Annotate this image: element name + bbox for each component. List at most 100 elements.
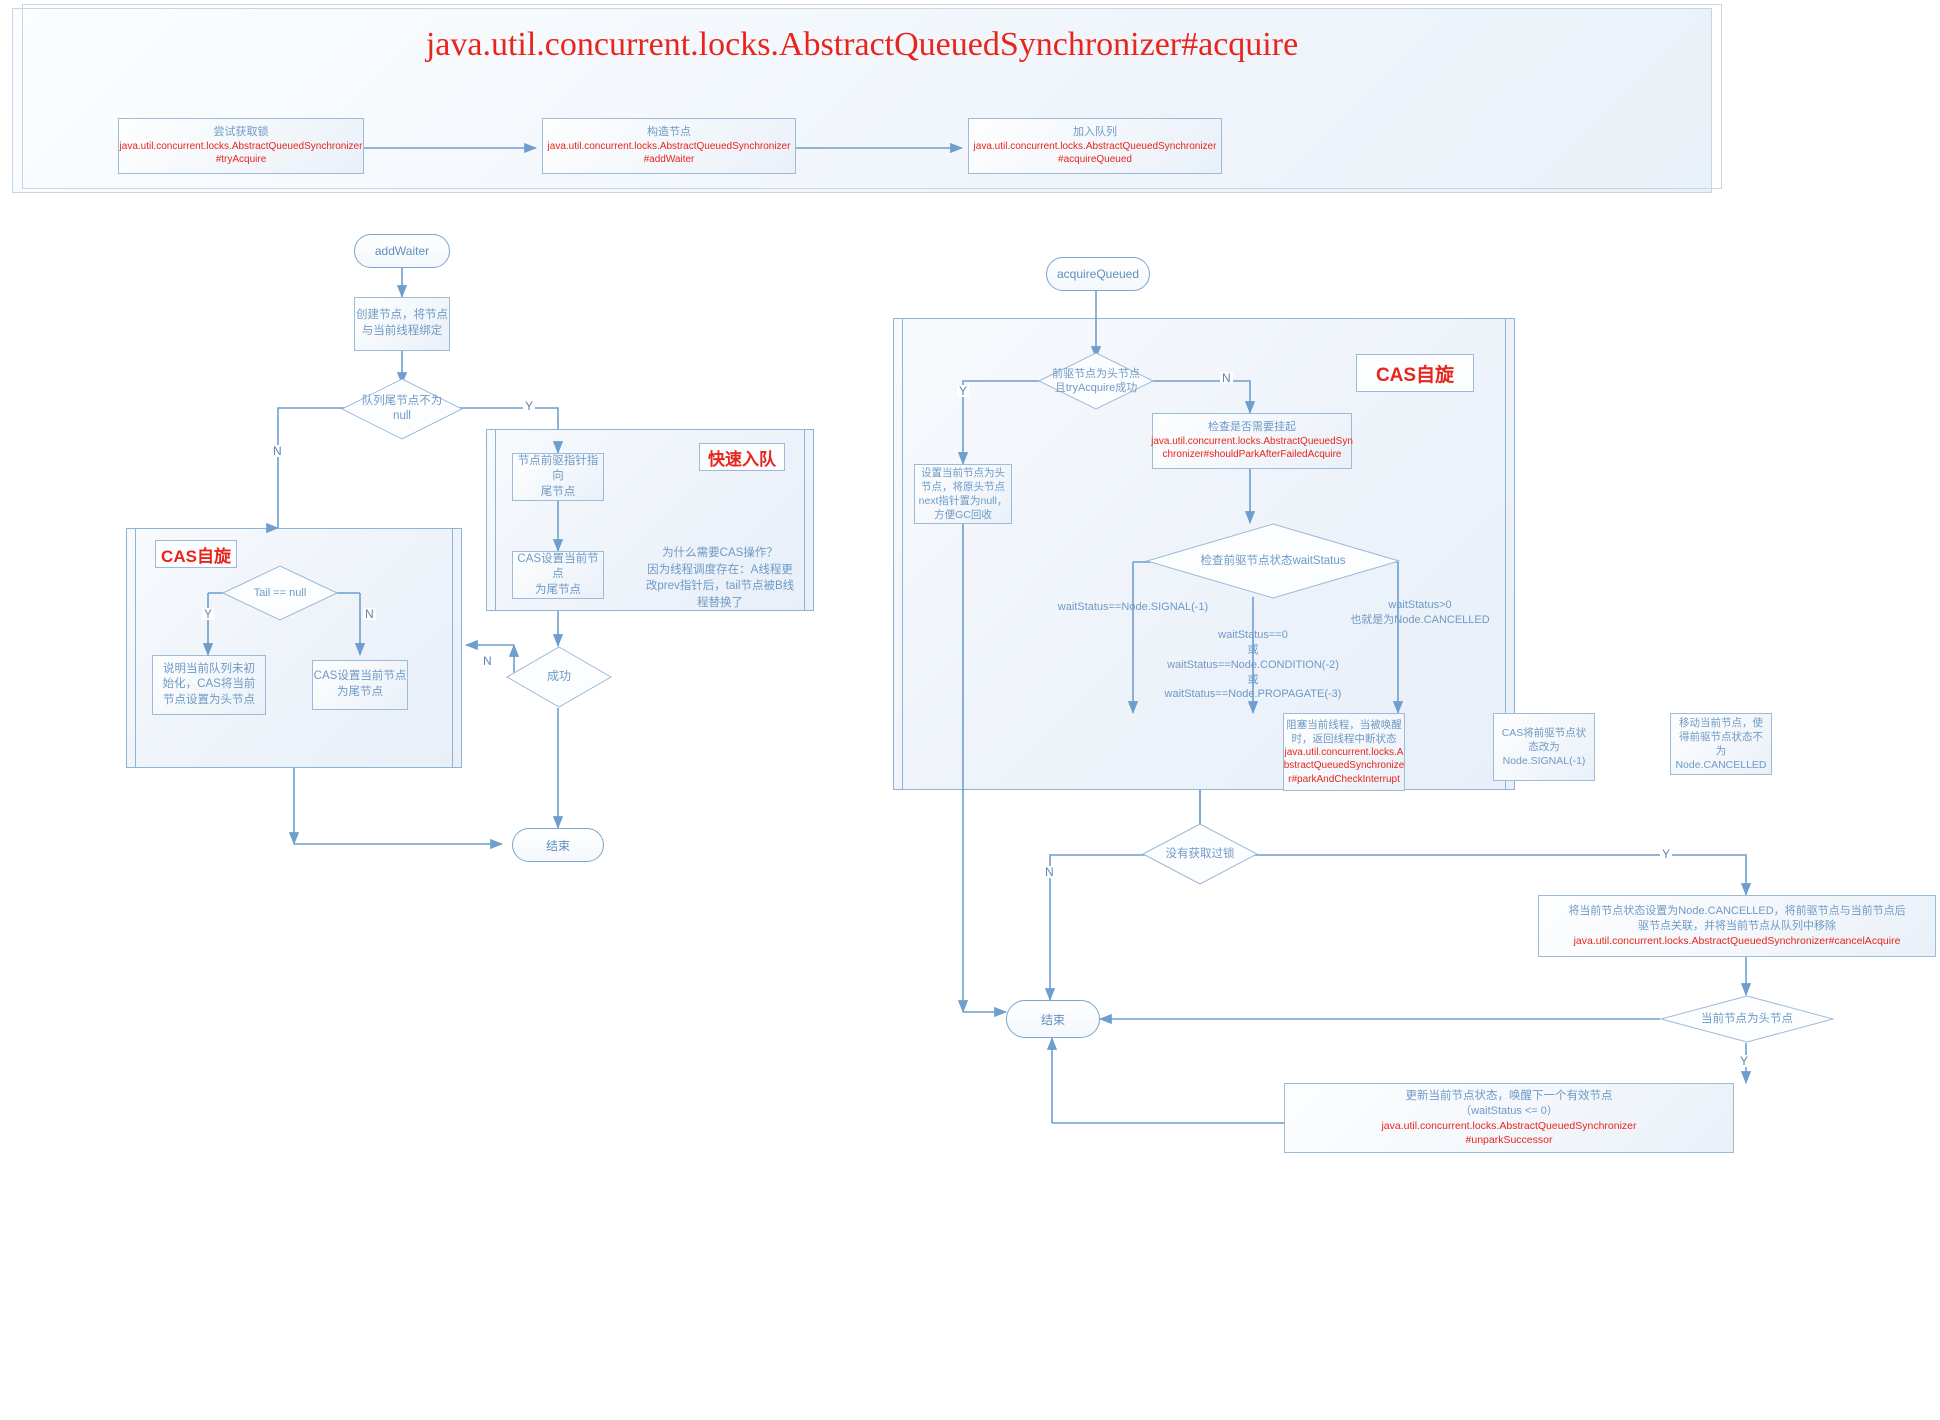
left-success-no-label: N	[481, 654, 494, 668]
header-box-try-acquire-title: 尝试获取锁	[213, 126, 269, 139]
branch-zero-l4: 或	[1247, 673, 1259, 686]
right-is-head-decision[interactable]: 当前节点为头节点	[1660, 995, 1834, 1043]
left-end-node[interactable]: 结束	[512, 828, 604, 862]
header-panel-outline	[22, 4, 1722, 189]
left-create-node-box[interactable]: 创建节点，将节点 与当前线程绑定	[354, 297, 450, 351]
branch-signal-text: waitStatus==Node.SIGNAL(-1)	[1057, 601, 1209, 613]
header-box-add-waiter-fqcn: java.util.concurrent.locks.AbstractQueue…	[547, 140, 791, 152]
right-park-fq3: r#parkAndCheckInterrupt	[1288, 773, 1400, 785]
branch-zero-l3: waitStatus==Node.CONDITION(-2)	[1167, 658, 1339, 671]
right-is-head-yes-label: Y	[1738, 1054, 1751, 1068]
branch-zero-label: waitStatus==0 或 waitStatus==Node.CONDITI…	[1133, 628, 1373, 702]
right-set-head-l3: next指针置为null，	[918, 495, 1008, 507]
right-cas-signal-box[interactable]: CAS将前驱节点状 态改为 Node.SIGNAL(-1)	[1493, 713, 1595, 781]
right-set-head-l1: 设置当前节点为头	[921, 466, 1005, 479]
header-box-try-acquire-fqcn: java.util.concurrent.locks.AbstractQueue…	[119, 140, 363, 152]
left-create-node-l1: 创建节点，将节点	[356, 309, 448, 322]
right-unpark-successor-box[interactable]: 更新当前节点状态，唤醒下一个有效节点 （waitStatus <= 0） jav…	[1284, 1083, 1734, 1153]
why-cas-note-l3: 改prev指针后，tail节点被B线	[645, 580, 795, 593]
right-waitstatus-decision[interactable]: 检查前驱节点状态waitStatus	[1146, 523, 1400, 599]
right-move-node-l1: 移动当前节点，使	[1679, 716, 1763, 729]
right-unpark-fq1: java.util.concurrent.locks.AbstractQueue…	[1381, 1120, 1637, 1132]
left-tail-decision-l1: 队列尾节点不为	[361, 395, 443, 408]
right-end-label: 结束	[1040, 1012, 1065, 1027]
right-move-node-l3: 为Node.CANCELLED	[1675, 745, 1767, 772]
fast-enqueue-tag: 快速入队	[699, 443, 785, 471]
left-start-add-waiter[interactable]: addWaiter	[354, 234, 450, 268]
why-cas-note: 为什么需要CAS操作？ 因为线程调度存在：A线程更 改prev指针后，tail节…	[624, 545, 816, 612]
left-cas-set-tail-box[interactable]: CAS设置当前节点 为尾节点	[312, 660, 408, 710]
fast-set-prev-box[interactable]: 节点前驱指针指向 尾节点	[512, 453, 604, 501]
left-tail-decision-no-label: N	[271, 444, 284, 458]
right-end-node[interactable]: 结束	[1006, 1000, 1100, 1038]
right-should-park-box[interactable]: 检查是否需要挂起 java.util.concurrent.locks.Abst…	[1151, 413, 1353, 469]
right-not-acquired-decision[interactable]: 没有获取过锁	[1142, 823, 1258, 885]
right-should-park-fq1: java.util.concurrent.locks.AbstractQueue…	[1151, 435, 1353, 447]
right-start-acquire-queued[interactable]: acquireQueued	[1046, 257, 1150, 291]
right-unpark-l2: （waitStatus <= 0）	[1460, 1105, 1558, 1118]
right-park-box[interactable]: 阻塞当前线程，当被唤醒 时，返回线程中断状态 java.util.concurr…	[1283, 713, 1405, 791]
header-box-try-acquire[interactable]: 尝试获取锁 java.util.concurrent.locks.Abstrac…	[118, 118, 364, 174]
left-end-label: 结束	[545, 838, 570, 853]
right-set-head-box[interactable]: 设置当前节点为头 节点，将原头节点 next指针置为null， 方便GC回收	[914, 464, 1012, 524]
left-success-decision[interactable]: 成功	[506, 646, 612, 708]
right-should-park-cn: 检查是否需要挂起	[1208, 421, 1296, 434]
left-queue-uninit-l3: 节点设置为头节点	[163, 693, 255, 706]
right-move-node-l2: 得前驱节点状态不	[1679, 730, 1763, 743]
header-box-acquire-queued-method: #acquireQueued	[1058, 154, 1132, 166]
right-cas-signal-l1: CAS将前驱节点状	[1501, 726, 1587, 739]
header-box-try-acquire-method: #tryAcquire	[215, 154, 267, 166]
left-cas-set-tail-l1: CAS设置当前节点	[313, 670, 407, 683]
left-tail-null-yes-label: Y	[202, 607, 215, 621]
page-title: java.util.concurrent.locks.AbstractQueue…	[425, 26, 1299, 63]
right-park-fq2: bstractQueuedSynchronize	[1283, 760, 1405, 772]
right-pred-head-tryacquire-decision[interactable]: 前驱节点为头节点 且tryAcquire成功	[1038, 352, 1154, 410]
why-cas-note-l2: 因为线程调度存在：A线程更	[647, 563, 793, 576]
right-cas-spin-tag-label: CAS自旋	[1375, 364, 1455, 386]
right-park-cn1: 阻塞当前线程，当被唤醒	[1286, 718, 1402, 731]
right-cas-signal-l2: 态改为	[1528, 740, 1560, 753]
right-should-park-fq2: chronizer#shouldParkAfterFailedAcquire	[1162, 449, 1342, 461]
right-cancel-acquire-box[interactable]: 将当前节点状态设置为Node.CANCELLED，将前驱节点与当前节点后 驱节点…	[1538, 895, 1936, 957]
left-queue-uninit-box[interactable]: 说明当前队列未初 始化，CAS将当前 节点设置为头节点	[152, 655, 266, 715]
left-queue-uninit-l2: 始化，CAS将当前	[162, 678, 256, 691]
why-cas-note-l4: 程替换了	[697, 597, 743, 610]
right-move-node-box[interactable]: 移动当前节点，使 得前驱节点状态不 为Node.CANCELLED	[1670, 713, 1772, 775]
fast-enqueue-tag-label: 快速入队	[708, 449, 776, 469]
why-cas-note-l1: 为什么需要CAS操作？	[662, 547, 778, 559]
left-tail-not-null-decision[interactable]: 队列尾节点不为 null	[341, 378, 463, 440]
fast-cas-set-tail-l2: 为尾节点	[535, 583, 581, 596]
right-unpark-fq2: #unparkSuccessor	[1465, 1134, 1553, 1147]
right-unpark-l1: 更新当前节点状态，唤醒下一个有效节点	[1405, 1089, 1613, 1102]
left-tail-null-no-label: N	[363, 607, 376, 621]
right-waitstatus-decision-label: 检查前驱节点状态waitStatus	[1200, 554, 1346, 567]
right-cas-signal-l3: Node.SIGNAL(-1)	[1502, 755, 1586, 768]
header-box-add-waiter[interactable]: 构造节点 java.util.concurrent.locks.Abstract…	[542, 118, 796, 174]
right-set-head-l2: 节点，将原头节点	[921, 480, 1005, 493]
right-park-cn2: 时，返回线程中断状态	[1291, 732, 1397, 745]
left-success-decision-label: 成功	[546, 669, 571, 684]
branch-signal-label: waitStatus==Node.SIGNAL(-1)	[1033, 601, 1233, 613]
branch-cancelled-l2: 也就是为Node.CANCELLED	[1350, 614, 1490, 627]
right-not-acquired-no-label: N	[1043, 865, 1056, 879]
left-tail-null-decision[interactable]: Tail == null	[222, 565, 338, 621]
right-start-label: acquireQueued	[1056, 267, 1140, 281]
left-tail-decision-l2: null	[393, 410, 411, 422]
left-cas-spin-tag-label: CAS自旋	[161, 546, 231, 566]
header-box-acquire-queued-title: 加入队列	[1073, 126, 1117, 139]
right-cas-spin-tag: CAS自旋	[1356, 354, 1474, 392]
left-cas-spin-group	[126, 528, 462, 768]
right-not-acquired-yes-label: Y	[1660, 847, 1673, 861]
right-pred-head-l2: 且tryAcquire成功	[1054, 382, 1138, 394]
left-create-node-l2: 与当前线程绑定	[361, 325, 443, 337]
header-box-acquire-queued[interactable]: 加入队列 java.util.concurrent.locks.Abstract…	[968, 118, 1222, 174]
fast-cas-set-tail-box[interactable]: CAS设置当前节点 为尾节点	[512, 551, 604, 599]
left-cas-set-tail-l2: 为尾节点	[337, 686, 383, 698]
right-head-no-label: N	[1220, 371, 1233, 385]
fast-set-prev-l1: 节点前驱指针指向	[517, 454, 599, 483]
right-cancel-l1: 将当前节点状态设置为Node.CANCELLED，将前驱节点与当前节点后	[1568, 905, 1906, 918]
header-box-add-waiter-method: #addWaiter	[643, 154, 695, 166]
fast-cas-set-tail-l1: CAS设置当前节点	[517, 552, 599, 581]
left-queue-uninit-l1: 说明当前队列未初	[163, 662, 255, 675]
branch-zero-l2: 或	[1247, 643, 1259, 656]
